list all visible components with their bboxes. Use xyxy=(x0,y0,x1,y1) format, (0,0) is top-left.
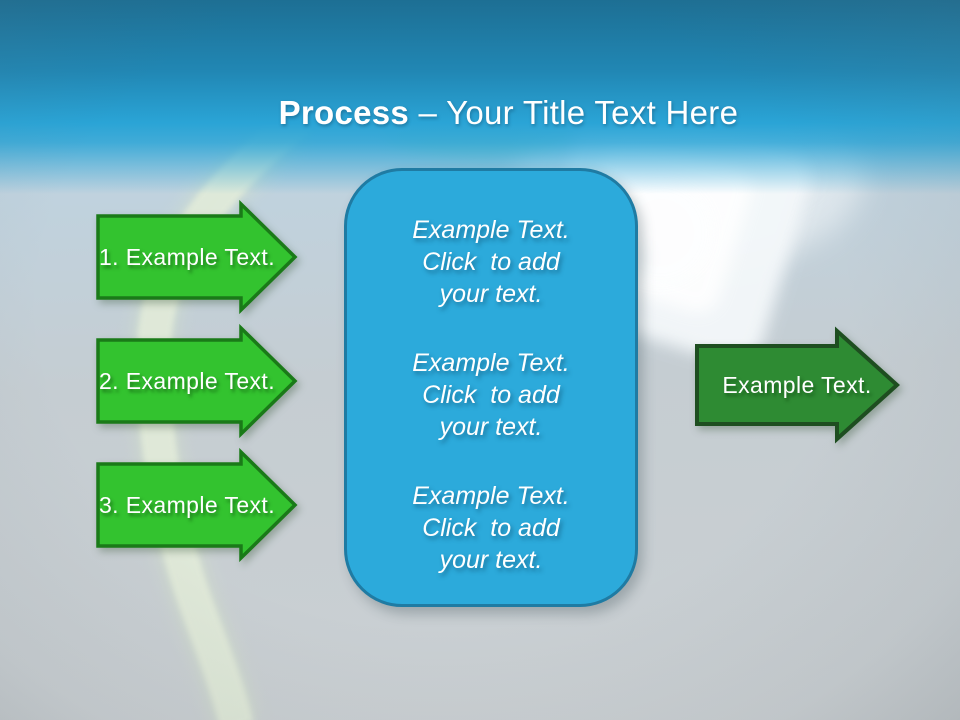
process-step-arrow-2[interactable]: 2. Example Text. xyxy=(96,323,298,439)
panel-paragraph-1[interactable]: Example Text. Click to add your text. xyxy=(412,216,570,308)
slide-title[interactable]: Process – Your Title Text Here xyxy=(10,56,950,170)
process-step-arrow-1[interactable]: 1. Example Text. xyxy=(96,199,298,315)
title-subtitle: – Your Title Text Here xyxy=(409,94,739,131)
process-step-arrow-3[interactable]: 3. Example Text. xyxy=(96,447,298,563)
step-1-label: 1. Example Text. xyxy=(98,243,275,270)
right-arrow-shape xyxy=(96,447,298,563)
right-arrow-shape xyxy=(96,199,298,315)
content-panel[interactable]: Example Text. Click to add your text. Ex… xyxy=(344,168,638,607)
panel-paragraph-2[interactable]: Example Text. Click to add your text. xyxy=(412,349,570,441)
step-3-label: 3. Example Text. xyxy=(98,491,275,518)
title-band xyxy=(0,0,960,198)
right-arrow-shape xyxy=(96,323,298,439)
step-2-label: 2. Example Text. xyxy=(98,367,275,394)
result-arrow[interactable]: Example Text. xyxy=(695,326,900,444)
panel-paragraph-3[interactable]: Example Text. Click to add your text. xyxy=(412,482,570,574)
right-arrow-shape xyxy=(695,326,900,444)
result-label: Example Text. xyxy=(722,371,872,398)
title-keyword: Process xyxy=(278,94,410,131)
